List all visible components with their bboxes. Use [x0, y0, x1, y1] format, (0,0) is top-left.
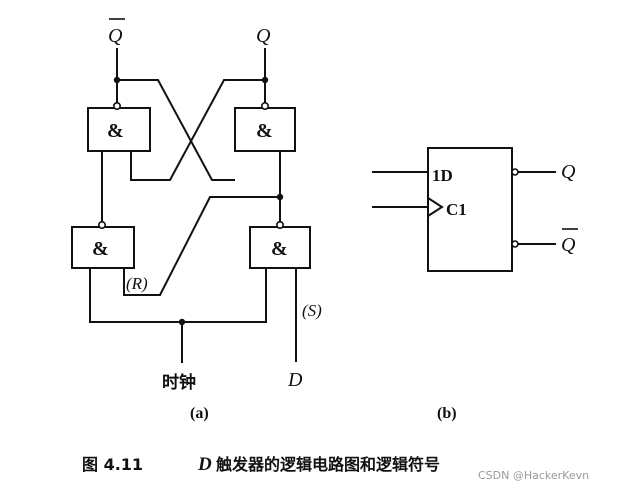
q-output-bubble [511, 168, 519, 176]
sub-caption-b: (b) [437, 405, 457, 422]
logic-circuit-diagram: Q Q & & & [71, 18, 322, 422]
clock-bus-wire [89, 268, 267, 323]
svg-text:&: & [92, 238, 109, 260]
q-output-text: Q [561, 161, 576, 183]
clock-input-text: C1 [446, 200, 467, 219]
caption-text: 触发器的逻辑电路图和逻辑符号 [215, 455, 440, 474]
logic-symbol-diagram: 1D C1 Q Q (b) [372, 147, 578, 422]
nand-gate-top-left: & [87, 102, 151, 152]
nand-gate-bottom-left: & [71, 221, 135, 269]
d-input-label: D [287, 369, 303, 391]
sub-caption-a: (a) [190, 405, 209, 422]
watermark: CSDN @HackerKevn [478, 469, 589, 482]
output-q-label: Q [256, 25, 271, 47]
s-label: (S) [302, 301, 322, 320]
d-input-text: 1D [432, 166, 453, 185]
clock-edge-triangle [427, 197, 444, 217]
q-feedback-wire [130, 79, 265, 181]
nand-gate-bottom-right: & [249, 221, 311, 269]
figure-caption: 图 4.11 D 触发器的逻辑电路图和逻辑符号 [82, 454, 440, 475]
qbar-output-bubble [511, 240, 519, 248]
r-label: (R) [126, 274, 148, 293]
caption-number: 图 4.11 [82, 455, 143, 474]
clock-label: 时钟 [162, 372, 196, 392]
s-to-r-cross-wire [123, 196, 280, 296]
qbar-output-text: Q [561, 234, 576, 256]
svg-text:&: & [256, 120, 273, 142]
qbar-feedback-wire [117, 79, 235, 181]
svg-text:&: & [107, 120, 124, 142]
caption-d: D [197, 454, 212, 475]
output-qbar-label: Q [108, 25, 123, 47]
svg-text:&: & [271, 238, 288, 260]
nand-gate-top-right: & [234, 102, 296, 152]
flip-flop-symbol-box [427, 147, 513, 272]
